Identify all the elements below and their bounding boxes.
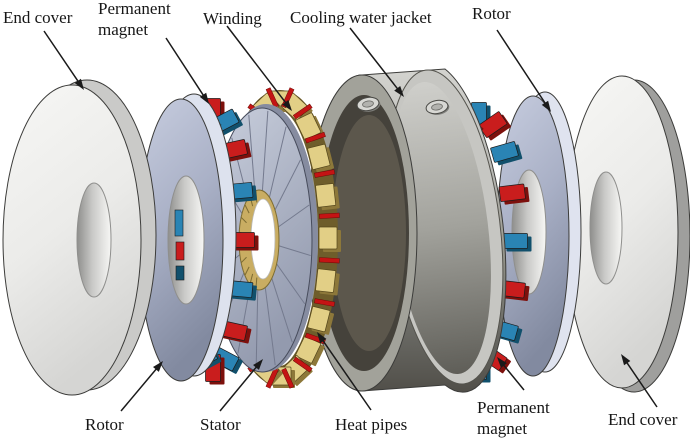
label-end-cover-top-left: End cover	[3, 8, 73, 27]
label-rotor-bottom-left: Rotor	[85, 415, 124, 434]
label-cooling-water-jacket: Cooling water jacket	[290, 8, 432, 27]
end-cover-right	[565, 75, 690, 393]
label-heat-pipes: Heat pipes	[335, 415, 408, 434]
rotor-right	[496, 91, 582, 377]
label-permanent-magnet-top-left: Permanent magnet	[98, 0, 171, 39]
label-stator: Stator	[200, 415, 241, 434]
callout-arrows	[43, 25, 658, 412]
end-cover-left	[2, 79, 157, 396]
label-rotor-top-right: Rotor	[472, 4, 511, 23]
rotor-left	[138, 93, 237, 382]
label-permanent-magnet-bottom-right: Permanent magnet	[477, 398, 550, 438]
label-end-cover-bottom-right: End cover	[608, 410, 678, 429]
cooling-water-jacket	[306, 68, 507, 393]
label-winding: Winding	[203, 9, 262, 28]
